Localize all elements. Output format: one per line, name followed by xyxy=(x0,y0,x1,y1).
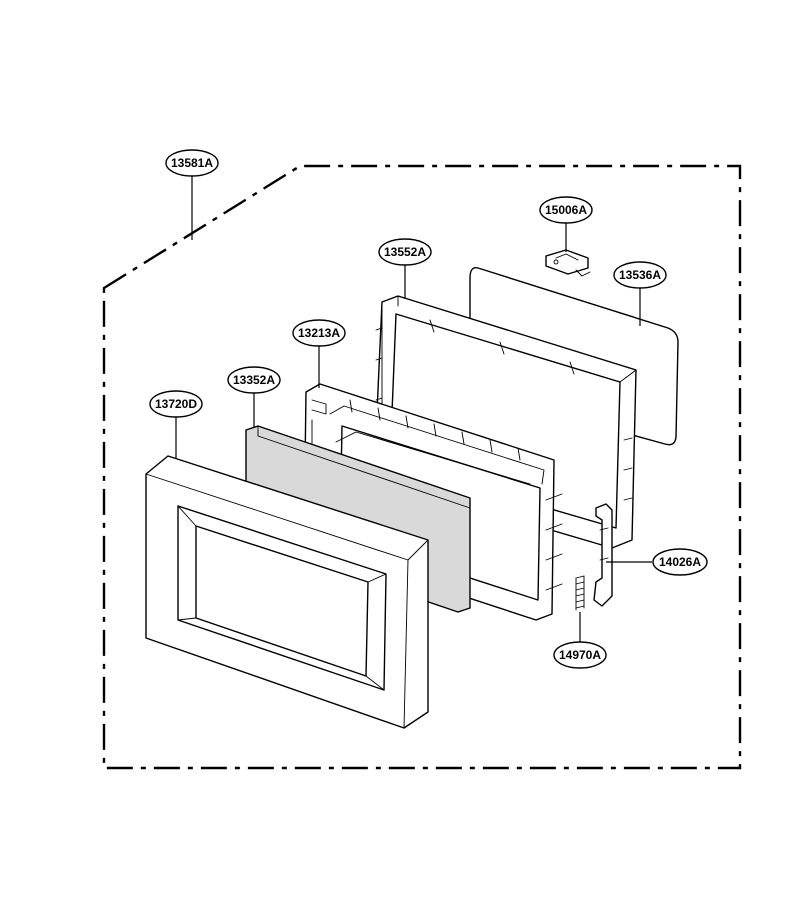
label-text: 13352A xyxy=(233,373,275,387)
label-13720D: 13720D xyxy=(149,390,203,418)
label-13352A: 13352A xyxy=(227,366,281,394)
label-text: 13581A xyxy=(171,156,213,170)
label-text: 13552A xyxy=(384,245,426,259)
label-13213A: 13213A xyxy=(292,319,346,347)
label-text: 15006A xyxy=(545,203,587,217)
label-text: 13720D xyxy=(155,397,197,411)
label-text: 13536A xyxy=(619,268,661,282)
leader-lines xyxy=(175,176,652,642)
bracket-part xyxy=(545,249,591,277)
label-13536A: 13536A xyxy=(613,261,667,289)
door-front-part xyxy=(145,455,429,729)
assembly-boundary xyxy=(102,164,742,770)
label-14026A: 14026A xyxy=(652,548,708,576)
spring-part xyxy=(575,575,585,611)
label-15006A: 15006A xyxy=(539,196,593,224)
label-text: 14026A xyxy=(659,555,701,569)
label-14970A: 14970A xyxy=(553,641,607,669)
label-text: 14970A xyxy=(559,648,601,662)
label-13552A: 13552A xyxy=(378,238,432,266)
hinge-lever-part xyxy=(593,503,613,607)
label-13581A: 13581A xyxy=(165,149,219,177)
label-text: 13213A xyxy=(298,326,340,340)
